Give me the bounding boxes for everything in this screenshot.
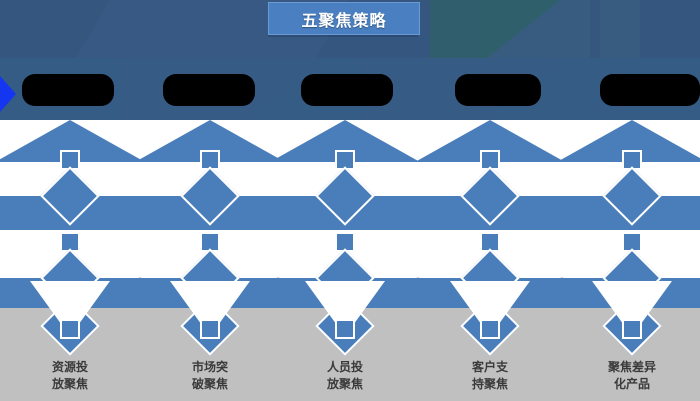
node-diamond-5-1 xyxy=(602,166,662,226)
redacted-text-3 xyxy=(301,74,393,106)
strategy-column-2[interactable]: 市场突破聚焦 xyxy=(135,120,285,401)
column-label-line2-1: 放聚焦 xyxy=(51,377,88,391)
node-diamond-2-1 xyxy=(180,166,240,226)
floor-notch-5 xyxy=(592,281,672,323)
redacted-text-5 xyxy=(600,74,700,106)
column-label-1: 资源投放聚焦 xyxy=(20,359,120,393)
floor-notch-2 xyxy=(170,281,250,323)
redacted-text-4 xyxy=(455,74,541,106)
node-diamond-4-1 xyxy=(460,166,520,226)
top-wedge-row xyxy=(0,120,700,162)
title-banner: 五聚焦策略 xyxy=(268,2,420,35)
column-label-line1-4: 客户支 xyxy=(471,360,508,374)
strategy-column-1[interactable]: 资源投放聚焦 xyxy=(0,120,145,401)
page-title: 五聚焦策略 xyxy=(301,10,387,30)
strategy-column-3[interactable]: 人员投放聚焦 xyxy=(270,120,420,401)
node-square-bottom-2 xyxy=(200,319,220,339)
column-label-line2-4: 持聚焦 xyxy=(471,377,508,391)
node-square-bottom-4 xyxy=(480,319,500,339)
strategy-column-5[interactable]: 聚焦差异化产品 xyxy=(557,120,700,401)
title-banner-shadow xyxy=(268,33,418,37)
column-label-2: 市场突破聚焦 xyxy=(160,359,260,393)
column-label-4: 客户支持聚焦 xyxy=(440,359,540,393)
column-label-line1-3: 人员投 xyxy=(326,360,363,374)
node-square-bottom-5 xyxy=(622,319,642,339)
floor-notch-4 xyxy=(450,281,530,323)
node-square-bottom-1 xyxy=(60,319,80,339)
column-label-5: 聚焦差异化产品 xyxy=(582,359,682,393)
node-square-bottom-3 xyxy=(335,319,355,339)
column-label-line1-1: 资源投 xyxy=(51,360,88,374)
node-diamond-1-1 xyxy=(40,166,100,226)
column-label-line2-5: 化产品 xyxy=(613,377,650,391)
floor-notch-3 xyxy=(305,281,385,323)
header-decoration-right xyxy=(600,0,640,58)
strategy-column-4[interactable]: 客户支持聚焦 xyxy=(415,120,565,401)
column-label-line1-2: 市场突 xyxy=(191,360,228,374)
floor-notch-1 xyxy=(30,281,110,323)
redacted-text-2 xyxy=(163,74,255,106)
column-label-line2-2: 破聚焦 xyxy=(191,377,228,391)
redacted-text-1 xyxy=(22,74,114,106)
node-diamond-3-1 xyxy=(315,166,375,226)
column-label-3: 人员投放聚焦 xyxy=(295,359,395,393)
diagram-body: 资源投放聚焦 市场突破聚焦 人员投放聚焦 客户支持聚焦 聚焦差异化产品 xyxy=(0,120,700,401)
column-label-line2-3: 放聚焦 xyxy=(326,377,363,391)
column-label-line1-5: 聚焦差异 xyxy=(607,360,656,374)
